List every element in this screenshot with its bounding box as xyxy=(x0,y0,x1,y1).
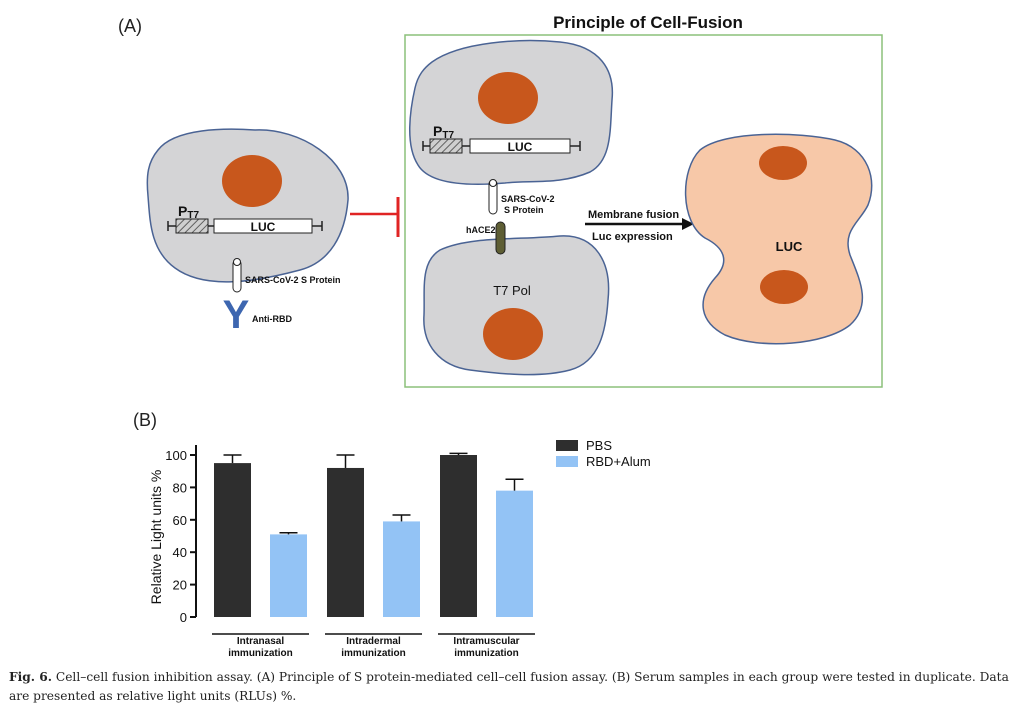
figure-caption: Fig. 6. Cell–cell fusion inhibition assa… xyxy=(9,668,1009,706)
legend-swatch-0 xyxy=(556,440,578,451)
y-tick-label-3: 60 xyxy=(173,513,187,528)
left-s-protein-label: SARS-CoV-2 S Protein xyxy=(245,275,341,285)
caption-label: Fig. 6. xyxy=(9,670,53,684)
arrow-label-1: Membrane fusion xyxy=(588,209,679,221)
fusion-principle-box xyxy=(404,34,883,388)
top-cell-nucleus xyxy=(478,72,538,124)
antibody-label: Anti-RBD xyxy=(252,314,292,324)
y-tick-label-2: 40 xyxy=(173,545,187,560)
diagram-title: Principle of Cell-Fusion xyxy=(553,13,743,32)
caption-text: Cell–cell fusion inhibition assay. (A) P… xyxy=(9,670,1009,703)
left-luc-box xyxy=(213,218,313,234)
fused-cell xyxy=(684,133,873,345)
bottom-cell-label: T7 Pol xyxy=(493,283,531,298)
category-label-2-0: Intramuscular xyxy=(453,636,519,647)
y-axis-label: Relative Light units % xyxy=(148,470,164,605)
y-tick-label-4: 80 xyxy=(173,480,187,495)
box-s-protein-label-2: S Protein xyxy=(504,205,544,215)
bar-rbd-alum-0 xyxy=(270,534,307,617)
fused-nucleus-bottom xyxy=(760,270,808,304)
top-luc-box xyxy=(469,138,571,154)
box-s-protein-label-1: SARS-CoV-2 xyxy=(501,194,555,204)
arrow-label-2: Luc expression xyxy=(592,231,673,243)
category-label-0-1: immunization xyxy=(228,648,292,659)
antibody-icon: Y xyxy=(223,293,250,337)
bar-rbd-alum-1 xyxy=(383,521,420,617)
panel-a-diagram: Principle of Cell-Fusion PT7 LUC SARS-Co… xyxy=(146,13,883,388)
hace2-receptor xyxy=(495,221,506,255)
bottom-target-cell xyxy=(423,235,610,376)
bar-pbs-2 xyxy=(440,455,477,617)
hace2-label: hACE2 xyxy=(466,225,496,235)
y-tick-label-1: 20 xyxy=(173,578,187,593)
left-cell-nucleus xyxy=(222,155,282,207)
fused-cell-label: LUC xyxy=(776,239,803,254)
left-promoter-box xyxy=(175,218,209,234)
bar-pbs-0 xyxy=(214,463,251,617)
panel-a-label: (A) xyxy=(118,16,142,36)
left-luc-label: LUC xyxy=(251,220,276,234)
top-promoter-box xyxy=(429,138,463,154)
category-label-1-0: Intradermal xyxy=(346,636,401,647)
left-promoter-label: PT7 xyxy=(178,203,199,221)
y-tick-label-5: 100 xyxy=(165,448,187,463)
fused-nucleus-top xyxy=(759,146,807,180)
panel-b-label: (B) xyxy=(133,410,157,430)
top-promoter-label: PT7 xyxy=(433,123,454,141)
legend-swatch-1 xyxy=(556,456,578,467)
legend-label-1: RBD+Alum xyxy=(586,454,651,469)
y-tick-label-0: 0 xyxy=(180,610,187,625)
legend-label-0: PBS xyxy=(586,438,612,453)
bar-rbd-alum-2 xyxy=(496,490,533,617)
category-label-1-1: immunization xyxy=(341,648,405,659)
category-label-2-1: immunization xyxy=(454,648,518,659)
top-luc-label: LUC xyxy=(508,140,533,154)
panel-b-chart: Relative Light units % 0 20 40 60 80 100Intra… xyxy=(148,438,651,659)
bar-pbs-1 xyxy=(327,467,364,617)
bottom-cell-nucleus xyxy=(483,308,543,360)
category-label-0-0: Intranasal xyxy=(237,636,284,647)
